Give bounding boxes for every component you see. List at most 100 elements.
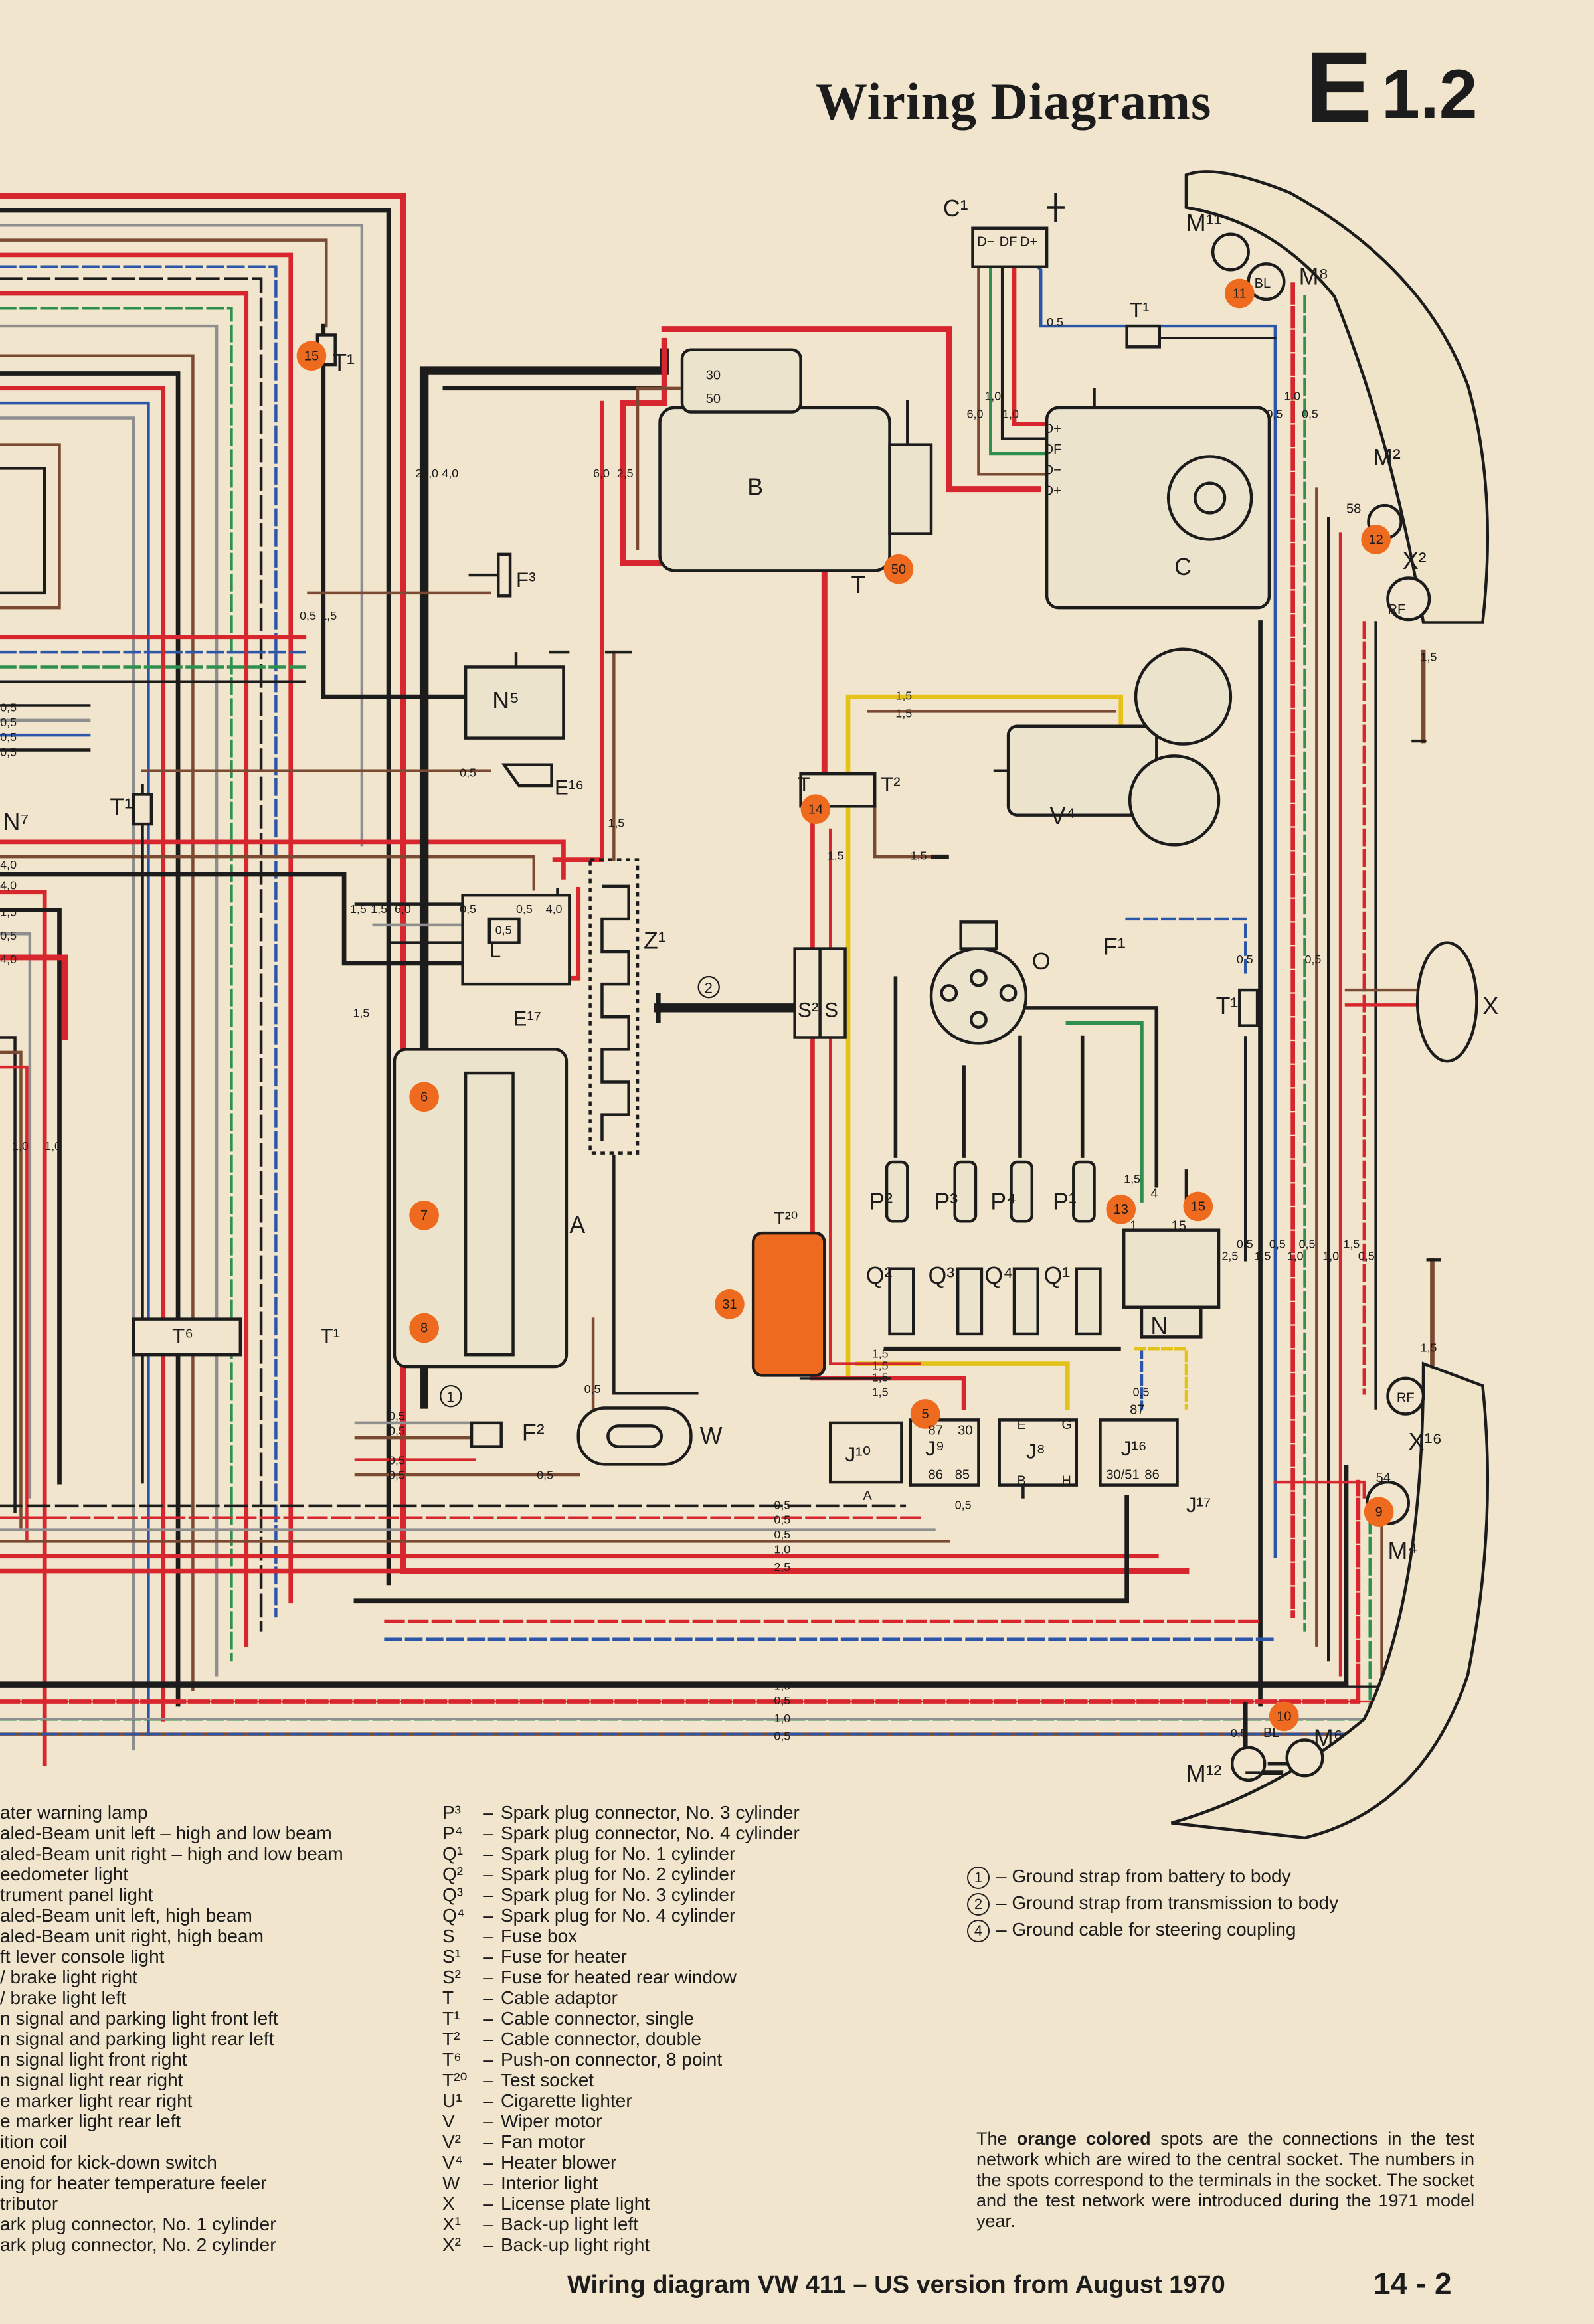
wires: [0, 193, 1435, 1775]
wire-size: 1,5: [872, 1347, 889, 1361]
test-spot-number: 5: [921, 1407, 929, 1422]
label-f1: F¹: [1103, 934, 1126, 960]
wire: [636, 386, 681, 550]
wire-size: 4,0: [0, 878, 17, 892]
wire-size: 2,5: [774, 1560, 790, 1574]
legend-code: T²⁰: [442, 2070, 468, 2090]
wire: [1065, 1021, 1144, 1203]
legend-code: W: [442, 2173, 460, 2193]
test-spot-number: 7: [420, 1208, 428, 1223]
wire-size: 0,5: [0, 929, 17, 942]
page-title: Wiring Diagrams: [816, 72, 1212, 130]
legend-item: ing for heater temperature feeler: [0, 2173, 267, 2193]
ignition-coil: [1122, 1228, 1221, 1309]
legend-code: P⁴: [442, 1823, 463, 1843]
wire-size: 1,0: [1002, 407, 1019, 420]
label-q4: Q⁴: [984, 1262, 1013, 1289]
regulator-box: [971, 226, 1049, 269]
legend-item: eedometer light: [0, 1864, 129, 1884]
wire: [0, 416, 135, 1751]
legend-dash: –: [483, 2193, 493, 2214]
label-t6: T⁶: [172, 1324, 193, 1347]
label-j17: J¹⁷: [1186, 1493, 1211, 1517]
wire-size: 1,0: [774, 1679, 790, 1693]
legend-item: ft lever console light: [0, 1946, 165, 1967]
relay-j8: [998, 1418, 1078, 1487]
legend-code: Q¹: [442, 1843, 464, 1864]
wire-size: 1,5: [350, 902, 367, 916]
legend-code: Q³: [442, 1884, 464, 1905]
test-spot-numbers: 15 50 11 12 14 6 7 8 13 15 31 5 9 10: [304, 287, 1383, 1724]
wire: [1273, 1480, 1366, 1499]
wire-size: 0,5: [537, 1469, 553, 1482]
legend-code: X¹: [442, 2214, 461, 2234]
wire-size: 4,0: [0, 953, 17, 966]
label-l19: L: [489, 939, 501, 962]
wire-size: 1,5: [608, 817, 624, 830]
label-t-fuse: T: [798, 773, 810, 796]
wire: [0, 291, 249, 1648]
term-b-j8: B: [1017, 1474, 1025, 1489]
legend-text: Wiper motor: [501, 2111, 602, 2131]
wire: [0, 354, 195, 1691]
label-t1-mid: T¹: [110, 794, 132, 821]
label-b: B: [747, 474, 763, 501]
wire-size: 0,5: [774, 1528, 790, 1541]
starter-body: [658, 406, 891, 572]
legend-dash: –: [483, 1987, 493, 2008]
label-c1: C¹: [943, 195, 968, 222]
wire: [0, 890, 47, 1766]
label-j8: J⁸: [1026, 1440, 1045, 1463]
term-g-j8: G: [1061, 1418, 1072, 1432]
wire: [0, 855, 536, 891]
footer-caption: Wiring diagram VW 411 – US version from …: [567, 2271, 1225, 2299]
legend-text: Spark plug connector, No. 4 cylinder: [501, 1823, 800, 1843]
legend-item: 4– Ground cable for steering coupling: [967, 1916, 1338, 1943]
legend-item: Q¹–Spark plug for No. 1 cylinder: [442, 1843, 800, 1864]
legend-code: S: [442, 1926, 455, 1946]
legend-text: Back-up light right: [501, 2234, 650, 2255]
wire: [353, 1495, 1130, 1604]
test-spot-number: 50: [891, 562, 906, 577]
wire: [0, 238, 328, 328]
term-1: 1: [1130, 1219, 1137, 1234]
wire: [0, 307, 233, 1662]
wire: [0, 401, 150, 1736]
legend-dash: –: [483, 2173, 493, 2193]
legend-code: Q⁴: [442, 1905, 465, 1926]
wire-size: 1,5: [911, 849, 927, 863]
legend-text: Cable connector, double: [501, 2029, 701, 2049]
test-spot-number: 15: [1191, 1200, 1205, 1214]
rear-window-element: [588, 858, 640, 1155]
wire: [0, 839, 566, 880]
legend-item: X–License plate light: [442, 2193, 800, 2214]
label-x16: X¹⁶: [1409, 1428, 1442, 1455]
legend-dash: –: [996, 1866, 1007, 1886]
term-58: 58: [1346, 501, 1361, 516]
test-network-note: The orange colored spots are the connect…: [976, 2129, 1474, 2232]
legend-dash: –: [483, 2214, 493, 2234]
interior-light: [576, 1406, 693, 1466]
label-m6: M⁶: [1314, 1724, 1343, 1751]
wire: [0, 872, 492, 966]
wire-size: 0,5: [774, 1498, 790, 1511]
label-v4: V⁴: [1050, 803, 1076, 829]
term-86-j16: 86: [1144, 1468, 1159, 1483]
ground-mark: 2: [704, 980, 712, 997]
term-rf-front: RF: [1388, 602, 1406, 617]
legend-code: T¹: [442, 2008, 460, 2029]
term-df-gen: DF: [1044, 442, 1062, 457]
legend-item: aled-Beam unit right, high beam: [0, 1926, 264, 1946]
wire: [0, 324, 219, 1677]
ground-mark: 1: [446, 1389, 454, 1406]
legend-dash: –: [483, 1864, 493, 1884]
legend-dash: –: [483, 2090, 493, 2111]
ground-marks: 1 2: [440, 975, 720, 1408]
legend-dash: –: [483, 2070, 493, 2090]
legend-text: Spark plug connector, No. 3 cylinder: [501, 1802, 800, 1823]
test-spot: [715, 1289, 745, 1319]
wire-size: 4,0: [442, 467, 458, 480]
term-df: DF: [1000, 235, 1018, 250]
